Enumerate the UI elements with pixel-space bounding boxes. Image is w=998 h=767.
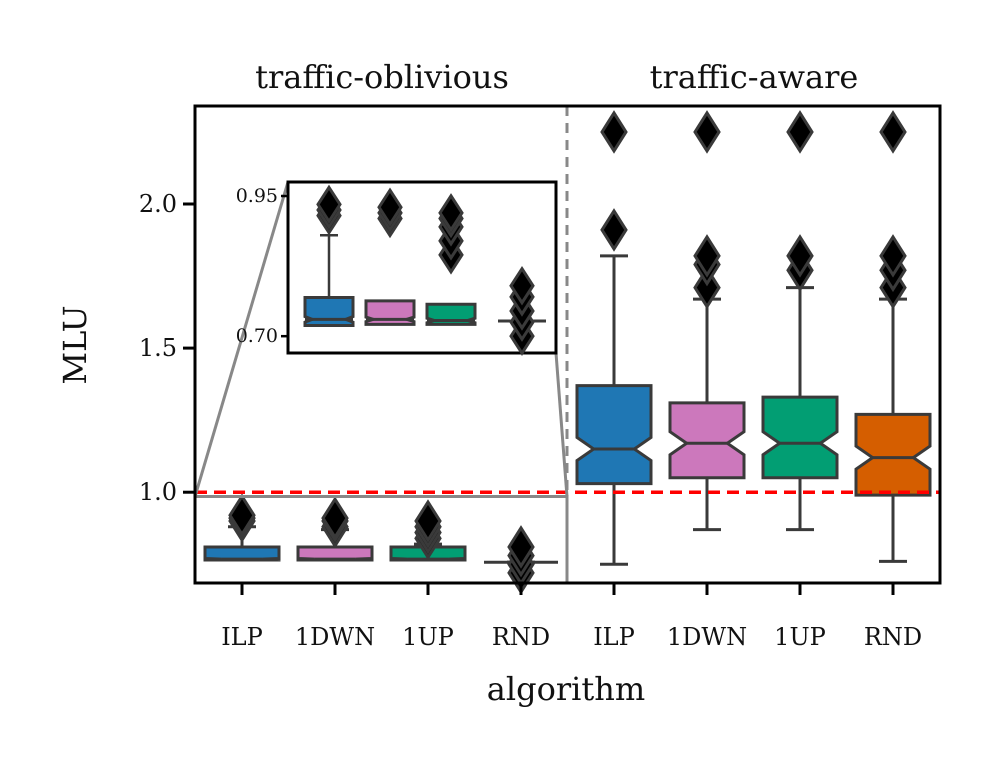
inset-outlier-point	[438, 193, 464, 233]
outlier-point	[693, 110, 721, 154]
inset-box-ilp	[303, 295, 355, 328]
box-rnd	[854, 412, 932, 497]
outlier-point	[786, 110, 814, 154]
y-tick-label: 1.0	[139, 478, 177, 506]
inset-outlier-point	[316, 184, 342, 225]
box-1dwn	[668, 401, 746, 480]
box-ilp	[203, 545, 281, 562]
outlier-point	[879, 234, 907, 278]
x-tick-label: 1UP	[402, 623, 454, 651]
x-tick-label: RND	[492, 623, 550, 651]
y-tick-label: 1.5	[139, 334, 177, 362]
zoom-connector-bottom	[554, 352, 569, 497]
panel-title-right: traffic-aware	[650, 58, 859, 96]
plot-area	[193, 104, 942, 595]
outlier-point	[228, 493, 256, 538]
y-tick-label: 2.0	[139, 190, 177, 218]
zoom-connector-top	[193, 181, 290, 497]
outlier-point	[693, 265, 721, 310]
plot-frame	[193, 104, 942, 585]
box-ilp	[575, 384, 653, 486]
panel-title-left: traffic-oblivious	[255, 58, 509, 96]
outlier-point	[879, 110, 907, 154]
outlier-point	[786, 234, 814, 278]
inset-outlier-point	[377, 187, 403, 227]
x-tick-label: 1UP	[774, 623, 826, 651]
inset-y-tick-label: 0.95	[236, 185, 278, 207]
inset-y-tick-label: 0.70	[236, 325, 278, 347]
outlier-point	[414, 499, 442, 543]
outlier-point	[600, 208, 628, 252]
inset-box-1dwn	[364, 299, 416, 326]
x-tick-label: ILP	[221, 623, 263, 651]
x-axis-label: algorithm	[487, 670, 645, 708]
zoom-inset: 0.70 0.95	[236, 180, 558, 356]
x-tick-label: 1DWN	[295, 623, 375, 651]
x-tick-label: RND	[864, 623, 922, 651]
box-1up	[761, 395, 839, 480]
outlier-point	[321, 496, 349, 540]
outlier-point	[693, 234, 721, 278]
box-1dwn	[296, 545, 374, 562]
y-axis-label: MLU	[56, 305, 94, 384]
chart-labels: traffic-oblivious traffic-aware algorith…	[56, 58, 922, 708]
outlier-point	[507, 525, 535, 569]
outlier-point	[600, 110, 628, 154]
x-tick-label: 1DWN	[667, 623, 747, 651]
inset-outlier-point	[509, 265, 535, 306]
x-tick-label: ILP	[593, 623, 635, 651]
